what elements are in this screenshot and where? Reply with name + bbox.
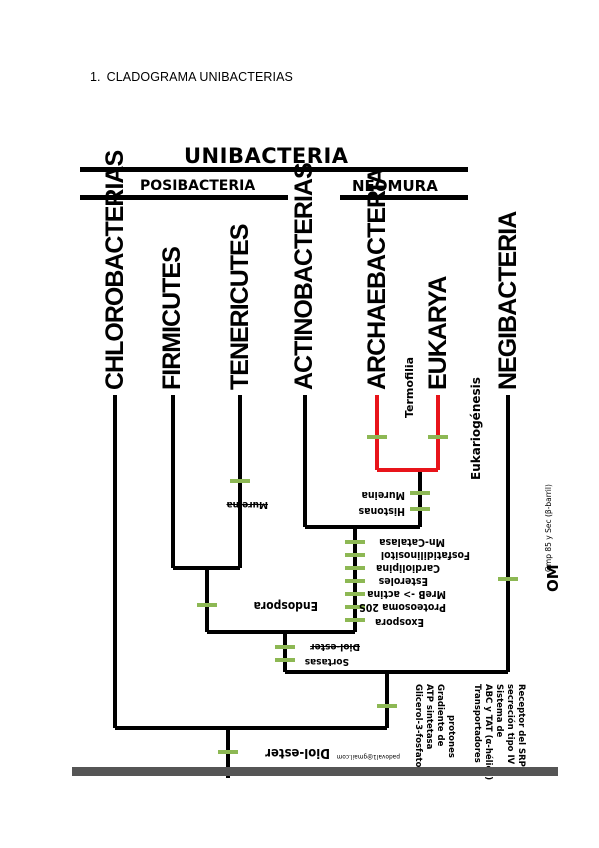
label-omp: Omp 85 y Sec (β-barril) xyxy=(544,484,553,572)
group-bars xyxy=(80,167,468,200)
base-char-8: Receptor del SRP xyxy=(516,684,526,767)
email-text: padoval1@gmail.com xyxy=(336,753,400,761)
base-char-6: Sistema de xyxy=(494,684,504,738)
label-cardiolipina: Cardiolipina xyxy=(375,562,440,574)
base-char-4: Transportadores xyxy=(472,684,482,763)
heading-text: CLADOGRAMA UNIBACTERIAS xyxy=(106,70,293,84)
page-heading: 1. CLADOGRAMA UNIBACTERIAS xyxy=(90,70,293,84)
label-proteosoma: Proteosoma 20S xyxy=(358,601,446,613)
label-mn-catalasa: Mn-Catalasa xyxy=(379,536,445,548)
marker-eucariogenesis xyxy=(428,435,448,439)
label-posibacteria: POSIBACTERIA xyxy=(140,178,256,194)
label-histonas: Histonas xyxy=(358,505,406,517)
label-sortasas: Sortasas xyxy=(304,656,349,667)
base-char-5: ABC y TAT (α-hélice) xyxy=(483,684,493,781)
marker-endospora xyxy=(197,603,217,607)
label-eucariogenesis: Eukariogénesis xyxy=(469,377,483,480)
bottom-bar xyxy=(72,767,558,776)
marker-mureina2 xyxy=(410,491,430,495)
label-endospora: Endospora xyxy=(253,599,318,613)
tree-neomura xyxy=(375,395,440,472)
label-exospora: Exospora xyxy=(375,616,424,628)
marker-termofilia xyxy=(367,435,387,439)
heading-number: 1. xyxy=(90,70,101,84)
taxon-archaebacteria: ARCHAEBACTERIA xyxy=(363,167,391,390)
label-neomura: NEOMURA xyxy=(352,177,438,195)
neomura-bar xyxy=(340,195,468,200)
base-char-1: ATP sintetasa xyxy=(424,684,434,750)
label-mreb: MreB -> actina xyxy=(367,588,446,600)
label-diol-ester: Diol-ester xyxy=(265,745,330,760)
base-char-0: Glicerol-3-fosfato xyxy=(413,684,423,768)
taxon-negibacteria: NEGIBACTERIA xyxy=(494,211,522,390)
posibacteria-bar xyxy=(80,195,288,200)
label-mureina2: Mureina xyxy=(361,489,405,501)
base-char-3: protones xyxy=(446,715,456,758)
taxon-tenericutes: TENERICUTES xyxy=(226,224,254,390)
character-markers xyxy=(197,435,518,754)
label-fosfatidilinositol: Fosfatidilinositol xyxy=(380,549,470,561)
marker-histonas xyxy=(410,507,430,511)
taxon-actinobacterias: ACTINOBACTERIAS xyxy=(290,163,318,390)
unibacteria-bar xyxy=(80,167,468,172)
taxon-chlorobacterias: CHLOROBACTERIAS xyxy=(101,150,129,390)
label-termofilia: Termofilia xyxy=(403,356,416,418)
label-esteroles: Esteroles xyxy=(378,575,428,587)
label-diol-ester-small: Diol-ester xyxy=(310,641,360,652)
label-unibacteria: UNIBACTERIA xyxy=(184,144,349,168)
label-mureina: Mureina xyxy=(226,499,268,510)
taxon-eukarya: EUKARYA xyxy=(424,276,452,390)
base-char-2: Gradiente de xyxy=(435,684,445,747)
taxon-firmicutes: FIRMICUTES xyxy=(158,247,186,390)
marker-mureina xyxy=(230,479,250,483)
marker-om xyxy=(498,577,518,581)
base-char-7: secreción tipo IV xyxy=(505,684,515,765)
